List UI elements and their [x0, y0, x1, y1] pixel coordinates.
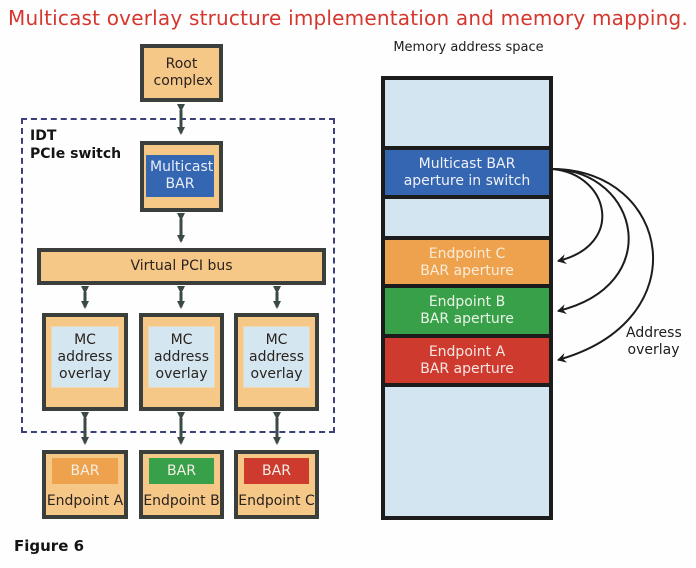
- virtual-pci-bus: Virtual PCI bus: [37, 248, 326, 285]
- mc-overlay-c-label: MC address overlay: [248, 331, 304, 382]
- mc-overlay-b: MC address overlay: [149, 327, 214, 387]
- figure-title: Multicast overlay structure implementati…: [7, 6, 689, 30]
- root-complex-box: Root complex: [140, 44, 223, 102]
- mc-overlay-box-c: MC address overlay: [234, 313, 319, 411]
- endpoint-b-label: Endpoint B: [143, 493, 220, 509]
- endpoint-b-box: BAR Endpoint B: [139, 450, 224, 519]
- memory-region-endpoint-c-label: Endpoint C BAR aperture: [420, 245, 514, 279]
- memory-address-space: Multicast BAR aperture in switch Endpoin…: [381, 76, 553, 520]
- multicast-bar: Multicast BAR: [146, 155, 214, 197]
- mc-overlay-box-b: MC address overlay: [139, 313, 224, 411]
- memory-region-top: [385, 80, 549, 150]
- endpoint-c-bar: BAR: [244, 458, 309, 484]
- memory-region-gap: [385, 195, 549, 237]
- address-overlay-label: Address overlay: [626, 325, 682, 359]
- root-complex-label: Root complex: [153, 56, 213, 89]
- multicast-bar-box: Multicast BAR: [140, 141, 223, 212]
- memory-region-bottom: [385, 383, 549, 516]
- endpoint-a-label: Endpoint A: [46, 493, 124, 509]
- overlay-arrow-endpoint-b: [552, 168, 630, 314]
- mc-overlay-a-label: MC address overlay: [57, 331, 113, 382]
- endpoint-a-bar: BAR: [52, 458, 118, 484]
- switch-label-vendor: IDT: [30, 128, 57, 144]
- mc-overlay-box-a: MC address overlay: [42, 313, 128, 411]
- mc-overlay-c: MC address overlay: [244, 327, 309, 387]
- memory-region-endpoint-c: Endpoint C BAR aperture: [385, 236, 549, 285]
- mc-overlay-b-label: MC address overlay: [153, 331, 209, 382]
- memory-space-label: Memory address space: [393, 40, 544, 55]
- address-overlay-text: Address overlay: [626, 325, 682, 358]
- switch-label-name: PCIe switch: [30, 146, 122, 162]
- memory-region-multicast: Multicast BAR aperture in switch: [385, 146, 549, 196]
- memory-region-endpoint-a-label: Endpoint A BAR aperture: [420, 344, 514, 377]
- endpoint-a-box: BAR Endpoint A: [42, 450, 128, 519]
- endpoint-c-label: Endpoint C: [238, 493, 315, 509]
- mc-overlay-a: MC address overlay: [52, 327, 118, 387]
- virtual-pci-bus-label: Virtual PCI bus: [130, 258, 233, 274]
- memory-region-endpoint-b: Endpoint B BAR aperture: [385, 284, 549, 334]
- endpoint-c-box: BAR Endpoint C: [234, 450, 319, 519]
- switch-label: IDT PCIe switch: [30, 127, 121, 163]
- overlay-arrow-endpoint-c: [552, 168, 604, 264]
- endpoint-b-bar: BAR: [149, 458, 214, 484]
- overlay-arrow-endpoint-a: [552, 168, 655, 363]
- multicast-bar-label: Multicast BAR: [150, 159, 214, 192]
- figure-number: Figure 6: [14, 537, 85, 555]
- memory-region-endpoint-a: Endpoint A BAR aperture: [385, 334, 549, 384]
- memory-region-endpoint-b-label: Endpoint B BAR aperture: [420, 294, 514, 327]
- memory-region-multicast-label: Multicast BAR aperture in switch: [403, 156, 531, 189]
